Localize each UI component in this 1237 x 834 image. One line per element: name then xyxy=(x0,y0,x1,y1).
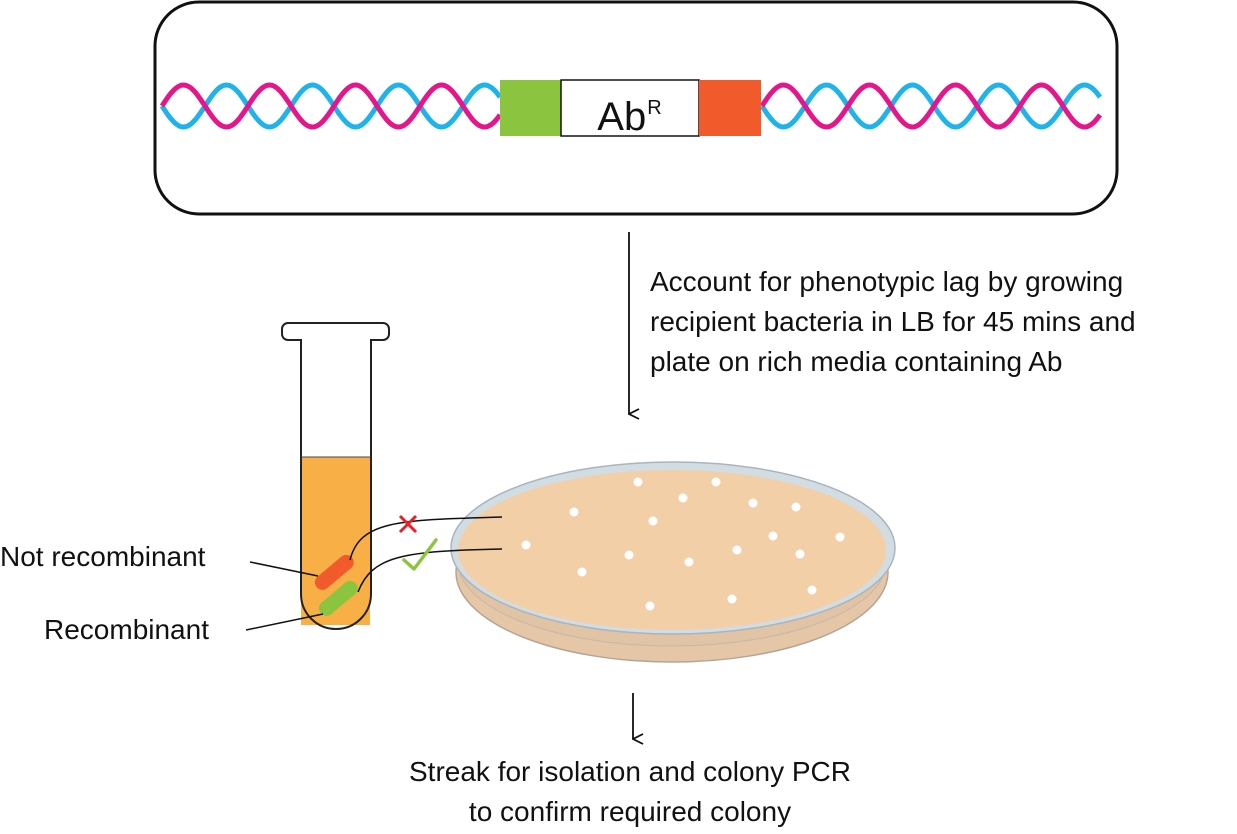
step2-line2: to confirm required colony xyxy=(468,796,792,827)
pointer-not-recombinant xyxy=(249,561,319,577)
connector-recombinant xyxy=(357,548,503,593)
helix-right-strand-b xyxy=(759,82,1102,130)
step1-line1: Account for phenotypic lag by growing xyxy=(650,266,1124,297)
pointer-recombinant xyxy=(245,613,324,631)
step1-line3: plate on rich media containing Ab xyxy=(650,346,1063,377)
colony-dot xyxy=(768,531,778,541)
cross-mark-icon xyxy=(398,514,418,534)
tube-outline xyxy=(281,322,390,630)
colony-dot xyxy=(521,540,531,550)
colony-dot xyxy=(633,477,643,487)
dna-helix-left xyxy=(159,82,502,130)
colony-dot xyxy=(684,557,694,567)
label-recombinant: Recombinant xyxy=(44,614,209,645)
gene-superscript: R xyxy=(647,97,662,119)
connector-not-recombinant xyxy=(349,516,503,561)
homology-arm-right xyxy=(699,80,761,136)
colony-dot xyxy=(645,601,655,611)
test-tube xyxy=(281,322,390,630)
step2-line1: Streak for isolation and colony PCR xyxy=(409,756,851,787)
homology-arm-left xyxy=(500,80,561,136)
bacterium-recombinant xyxy=(318,580,358,616)
colony-dot xyxy=(678,493,688,503)
bacterium-not-recombinant xyxy=(314,554,354,590)
step1-instruction: Account for phenotypic lag by growing re… xyxy=(650,262,1136,382)
agar-surface xyxy=(458,470,886,630)
colonies xyxy=(521,477,845,611)
colony-dot xyxy=(569,507,579,517)
colony-dot xyxy=(711,477,721,487)
helix-right-strand-a xyxy=(759,82,1102,130)
colony-dot xyxy=(577,567,587,577)
gene-name: Ab xyxy=(597,95,647,139)
dna-helix-right xyxy=(759,82,1102,130)
step2-instruction: Streak for isolation and colony PCR to c… xyxy=(300,752,960,832)
colony-dot xyxy=(748,498,758,508)
colony-dot xyxy=(795,549,805,559)
helix-left-strand-b xyxy=(159,82,502,130)
resistance-gene-label: AbR xyxy=(561,82,698,139)
label-not-recombinant: Not recombinant xyxy=(0,541,206,572)
colony-dot xyxy=(624,550,634,560)
colony-dot xyxy=(648,516,658,526)
colony-dot xyxy=(791,502,801,512)
colony-dot xyxy=(807,585,817,595)
petri-dish xyxy=(450,461,896,663)
step1-line2: recipient bacteria in LB for 45 mins and xyxy=(650,306,1136,337)
colony-dot xyxy=(732,545,742,555)
colony-dot xyxy=(727,594,737,604)
helix-left-strand-a xyxy=(159,82,502,130)
check-mark-icon xyxy=(402,538,438,571)
colony-dot xyxy=(835,532,845,542)
